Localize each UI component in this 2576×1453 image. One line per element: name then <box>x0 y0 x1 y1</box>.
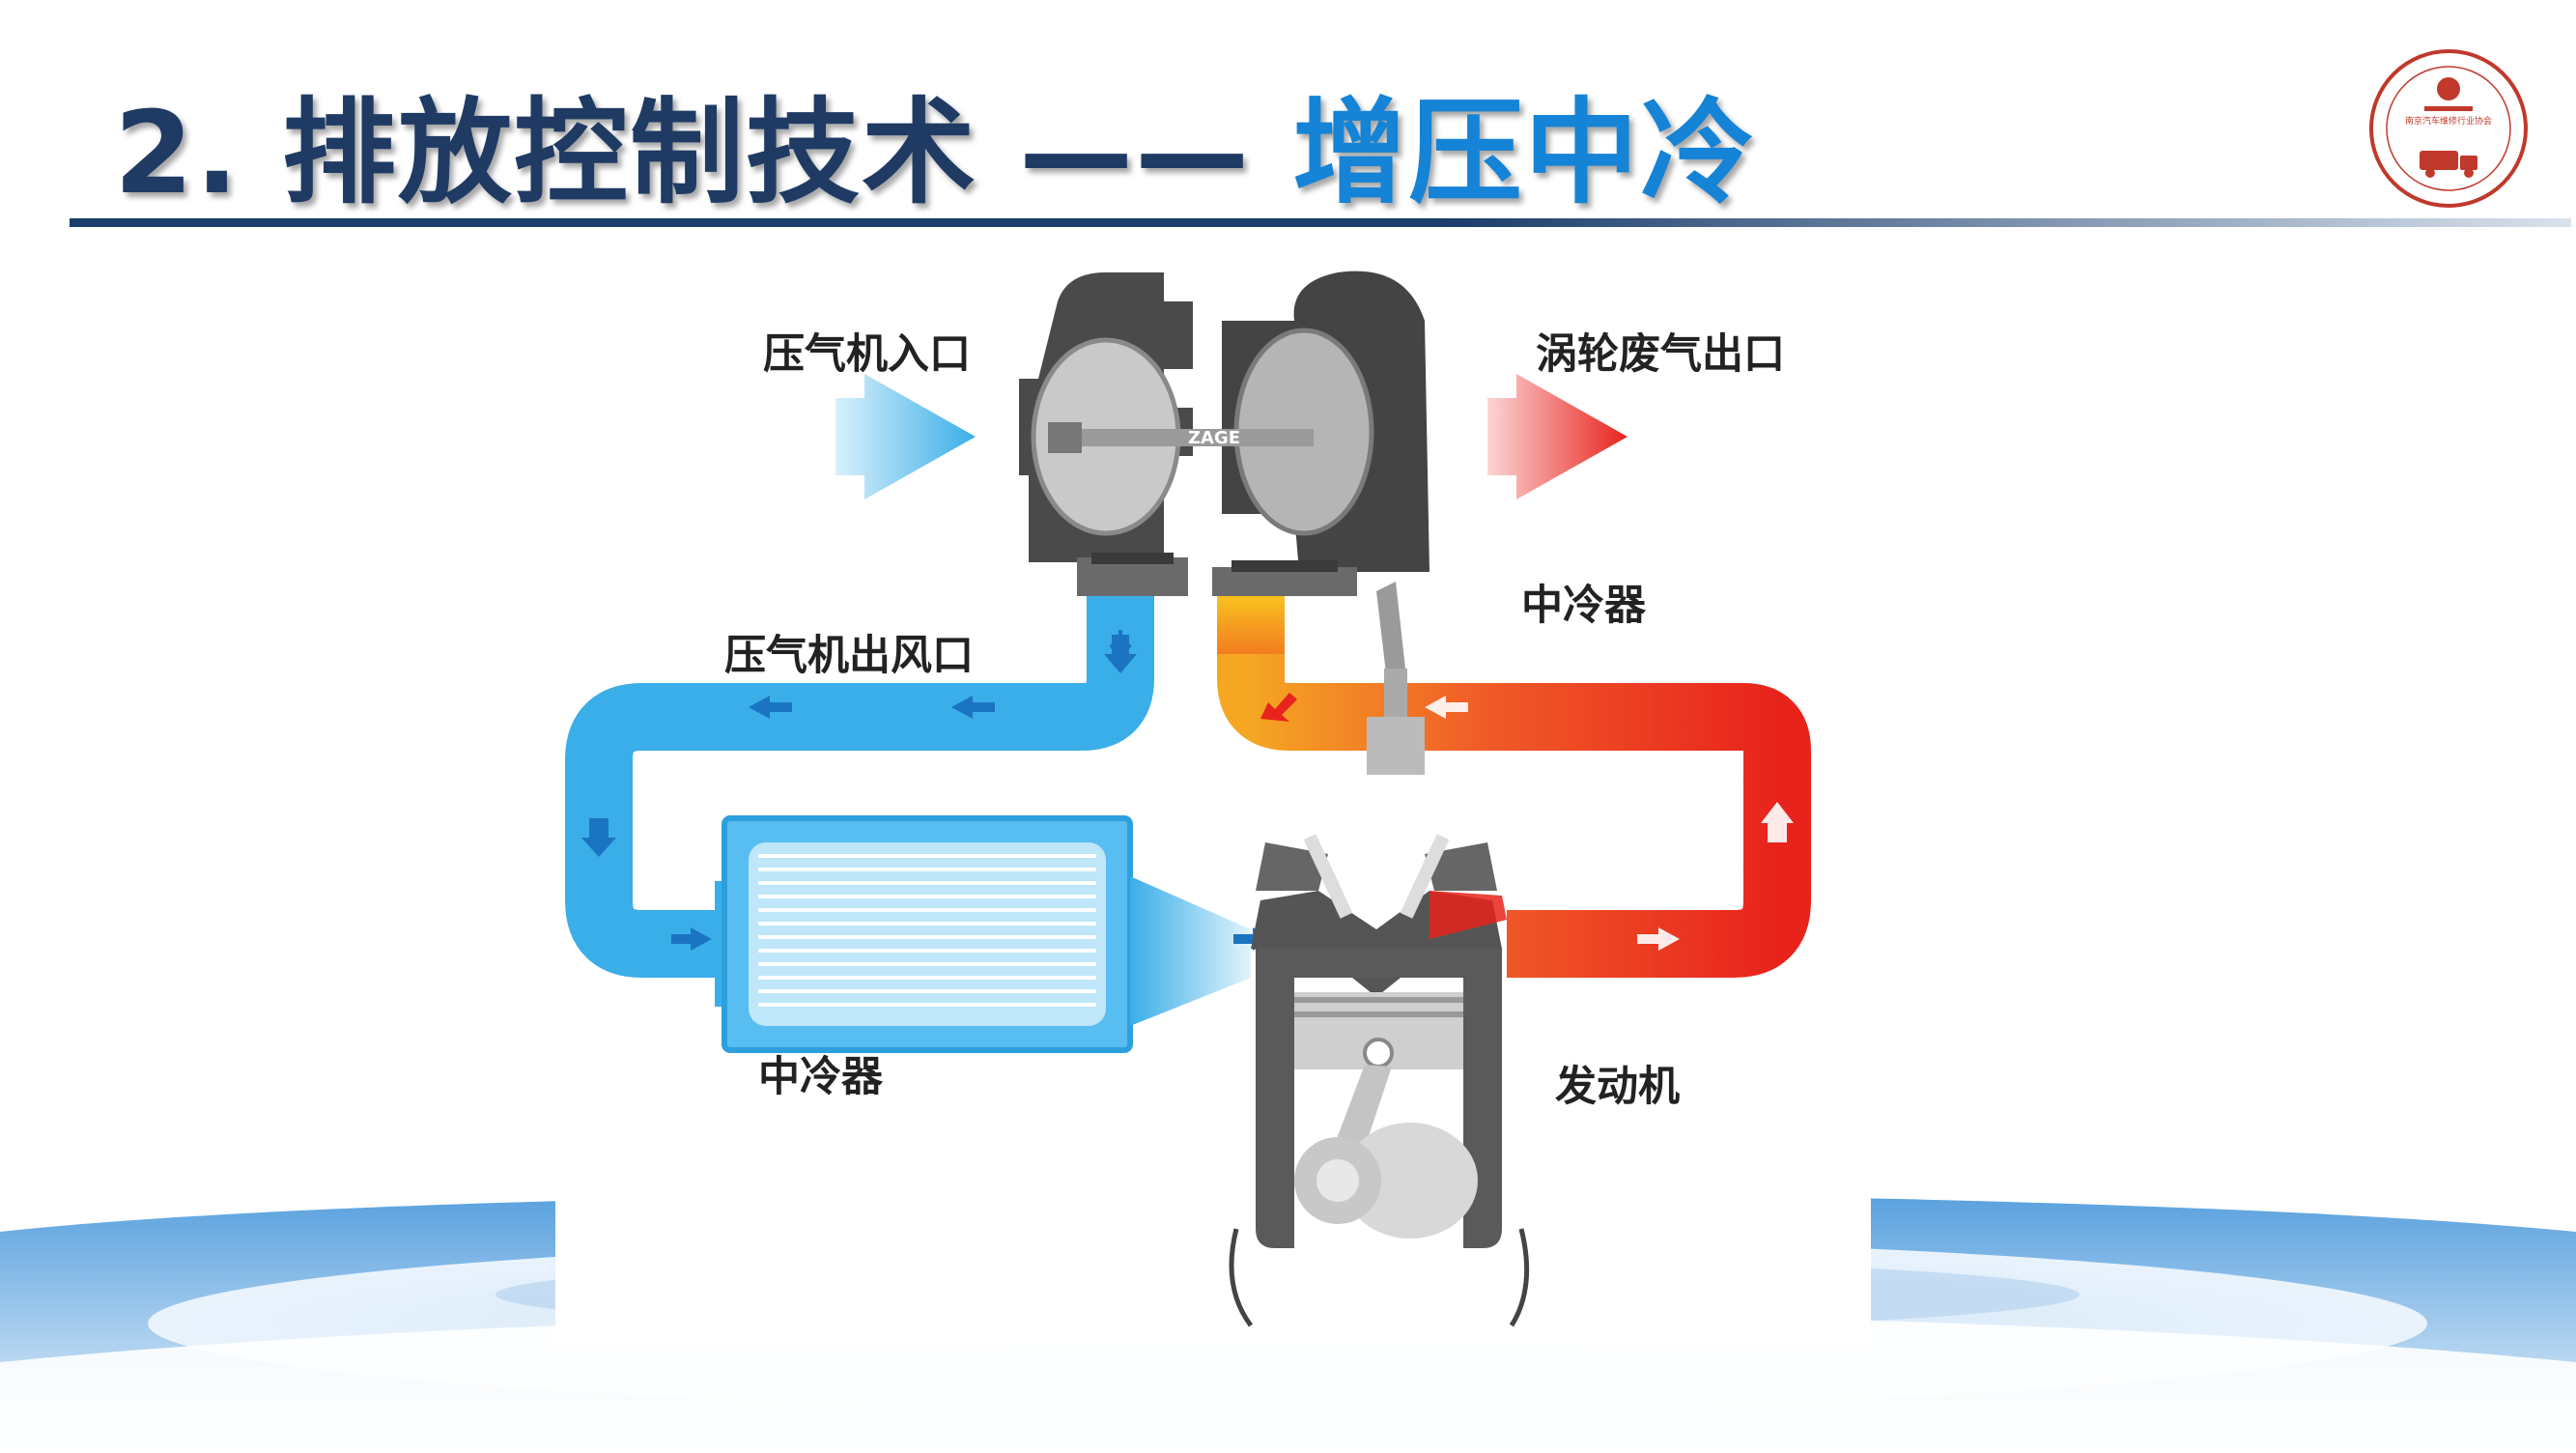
turbo-brand: ZAGE <box>1188 428 1240 448</box>
cold-air-pipe <box>565 596 1154 978</box>
label-intercooler-top: 中冷器 <box>1521 582 1646 630</box>
association-logo: 南京汽车维修行业协会 <box>2366 46 2531 211</box>
hot-exhaust-pipe <box>1217 596 1811 978</box>
engine-cylinder <box>1229 582 1530 1327</box>
page-title: 2. 排放控制技术 —— 增压中冷 <box>114 60 1756 225</box>
label-intercooler: 中冷器 <box>758 1053 883 1101</box>
title-prefix: 2. 排放控制技术 —— <box>114 86 1252 219</box>
label-compressor-outlet: 压气机出风口 <box>724 632 974 680</box>
turbine-exhaust-arrow <box>1487 374 1628 499</box>
label-compressor-inlet: 压气机入口 <box>763 330 971 379</box>
logo-name: 南京汽车维修行业协会 <box>2405 115 2492 127</box>
title-underline <box>70 218 2571 227</box>
turbocharger: ZAGE <box>1019 271 1430 596</box>
compressor-inlet-arrow <box>835 374 976 499</box>
label-engine: 发动机 <box>1555 1063 1680 1111</box>
title-highlight: 增压中冷 <box>1292 86 1757 219</box>
intercooler-core <box>715 815 1251 1053</box>
turbo-intercooler-diagram: ZAGE <box>555 263 1871 1345</box>
label-turbine-exhaust: 涡轮废气出口 <box>1536 330 1785 379</box>
